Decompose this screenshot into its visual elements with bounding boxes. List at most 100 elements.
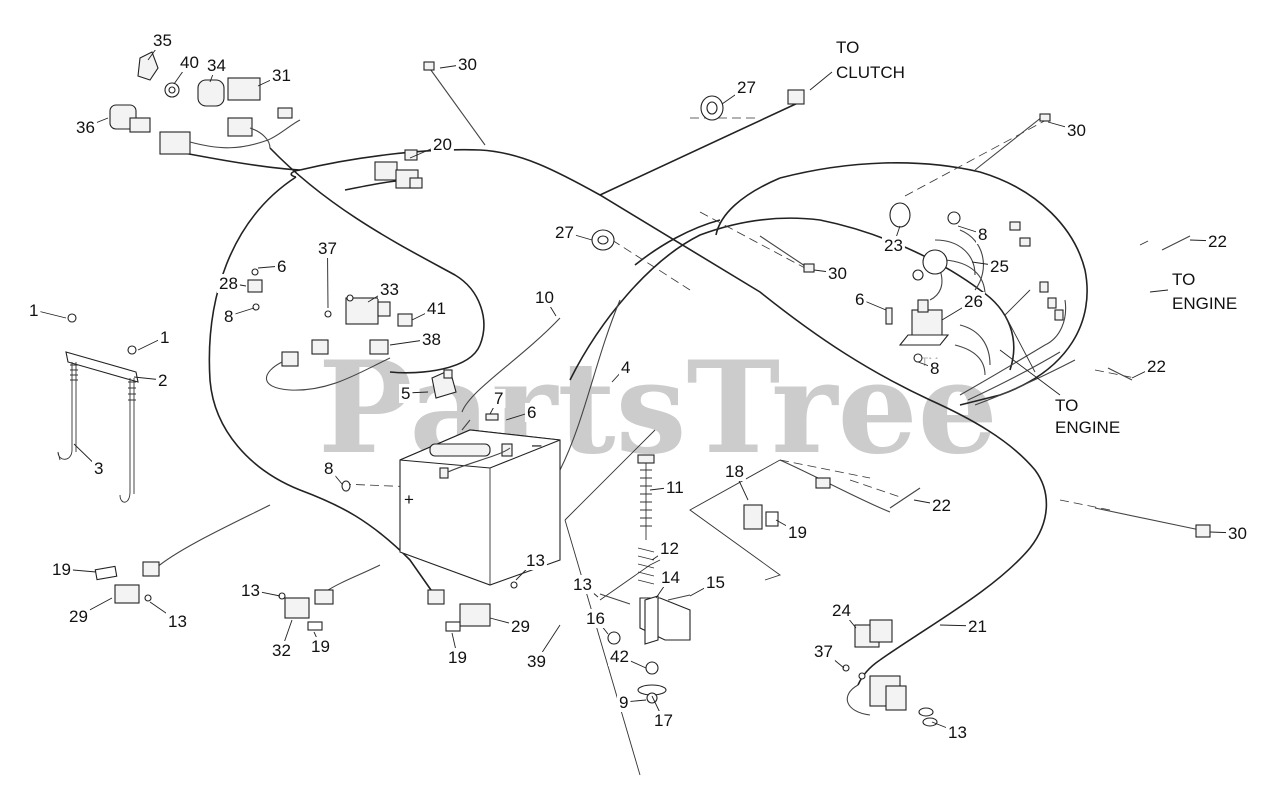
callout-halo-17 bbox=[652, 711, 675, 730]
callout-1b: 1 bbox=[160, 328, 169, 347]
callout-halo-32 bbox=[270, 641, 293, 660]
callout-halo-9 bbox=[617, 693, 631, 712]
callout-38: 38 bbox=[422, 330, 441, 349]
callout-22b: 22 bbox=[1147, 357, 1166, 376]
callout-1a: 1 bbox=[29, 301, 38, 320]
callout-halo-13c bbox=[166, 612, 189, 631]
callout-22c: 22 bbox=[932, 496, 951, 515]
callout-13d: 13 bbox=[241, 581, 260, 600]
callout-halo-6c bbox=[525, 403, 539, 422]
callout-22a: 22 bbox=[1208, 232, 1227, 251]
clutch-connector bbox=[787, 89, 805, 105]
callout-halo-37b bbox=[812, 642, 835, 661]
ties-22 bbox=[889, 235, 1191, 509]
callout-halo-22a bbox=[1206, 232, 1229, 251]
callout-halo-13f bbox=[946, 723, 969, 742]
callout-halo-37a bbox=[316, 239, 339, 258]
callout-halo-12 bbox=[658, 539, 681, 558]
callout-36: 36 bbox=[76, 118, 95, 137]
callout-halo-36 bbox=[74, 118, 97, 137]
callout-30a: 30 bbox=[458, 55, 477, 74]
callout-32: 32 bbox=[272, 641, 291, 660]
callout-8d: 8 bbox=[324, 459, 333, 478]
callout-halo-41 bbox=[425, 299, 448, 318]
battery: + – bbox=[341, 369, 561, 586]
solenoid-area bbox=[885, 202, 1064, 363]
callout-halo-21 bbox=[966, 617, 989, 636]
callout-13b: 13 bbox=[526, 551, 545, 570]
callout-halo-6b bbox=[275, 257, 289, 276]
callout-17: 17 bbox=[654, 711, 673, 730]
callout-8c: 8 bbox=[224, 307, 233, 326]
callout-30c: 30 bbox=[828, 264, 847, 283]
callout-halo-42 bbox=[608, 647, 631, 666]
callout-halo-31 bbox=[270, 66, 293, 85]
callout-halo-22b bbox=[1145, 357, 1168, 376]
callout-4: 4 bbox=[621, 358, 630, 377]
callout-halo-33 bbox=[378, 280, 401, 299]
callout-19d: 19 bbox=[448, 648, 467, 667]
callout-halo-18 bbox=[723, 462, 746, 481]
callout-34: 34 bbox=[207, 56, 226, 75]
callout-19c: 19 bbox=[311, 637, 330, 656]
callout-halo-26 bbox=[962, 292, 985, 311]
callout-10: 10 bbox=[535, 288, 554, 307]
callout-halo-27a bbox=[735, 78, 758, 97]
callout-halo-29b bbox=[509, 617, 532, 636]
hold-down-hardware bbox=[57, 313, 139, 503]
callout-halo-20 bbox=[431, 135, 454, 154]
callout-halo-34 bbox=[205, 56, 228, 75]
callout-7: 7 bbox=[494, 389, 503, 408]
callout-39: 39 bbox=[527, 652, 546, 671]
callout-halo-13b bbox=[524, 551, 547, 570]
callout-halo-19d bbox=[446, 648, 469, 667]
lower-switches bbox=[94, 561, 518, 632]
callout-24: 24 bbox=[832, 601, 851, 620]
callout-35: 35 bbox=[153, 31, 172, 50]
callout-halo-24 bbox=[830, 601, 853, 620]
callout-15: 15 bbox=[706, 573, 725, 592]
callout-26: 26 bbox=[964, 292, 983, 311]
callout-13a: 13 bbox=[573, 575, 592, 594]
callout-halo-7 bbox=[492, 389, 506, 408]
callout-halo-23 bbox=[882, 236, 905, 255]
callout-halo-3 bbox=[92, 459, 106, 478]
note-to-clutch-line2: CLUTCH bbox=[836, 63, 905, 82]
callout-6a: 6 bbox=[855, 290, 864, 309]
callout-halo-8a bbox=[976, 225, 990, 244]
guide-lines bbox=[341, 117, 1151, 776]
callout-halo-13a bbox=[571, 575, 594, 594]
callout-halo-19a bbox=[786, 523, 809, 542]
switch-18 bbox=[743, 477, 831, 530]
callout-37a: 37 bbox=[318, 239, 337, 258]
callout-halo-19c bbox=[309, 637, 332, 656]
callout-40: 40 bbox=[180, 53, 199, 72]
callout-29a: 29 bbox=[69, 607, 88, 626]
callout-halo-16 bbox=[584, 609, 607, 628]
callout-30d: 30 bbox=[1228, 524, 1247, 543]
note-to-clutch-line1: TO bbox=[836, 38, 859, 57]
callout-halo-40 bbox=[178, 53, 201, 72]
callout-20: 20 bbox=[433, 135, 452, 154]
callout-25: 25 bbox=[990, 257, 1009, 276]
callout-2: 2 bbox=[158, 371, 167, 390]
callout-halo-1b bbox=[158, 328, 172, 347]
callout-halo-14 bbox=[659, 568, 682, 587]
callout-28: 28 bbox=[219, 274, 238, 293]
callout-halo-25 bbox=[988, 257, 1011, 276]
note-to-engine-a-line2: ENGINE bbox=[1172, 294, 1237, 313]
parts-upper-left bbox=[109, 51, 423, 189]
callout-halo-13d bbox=[239, 581, 262, 600]
callout-halo-35 bbox=[151, 31, 174, 50]
callout-halo-4 bbox=[619, 358, 633, 377]
callout-halo-39 bbox=[525, 652, 548, 671]
callout-16: 16 bbox=[586, 609, 605, 628]
note-to-engine-a-line1: TO bbox=[1172, 270, 1195, 289]
callout-6b: 6 bbox=[277, 257, 286, 276]
callout-8b: 8 bbox=[930, 359, 939, 378]
callout-30b: 30 bbox=[1067, 121, 1086, 140]
battery-positive-mark: + bbox=[404, 490, 414, 509]
callout-41: 41 bbox=[427, 299, 446, 318]
callout-halo-6a bbox=[853, 290, 867, 309]
